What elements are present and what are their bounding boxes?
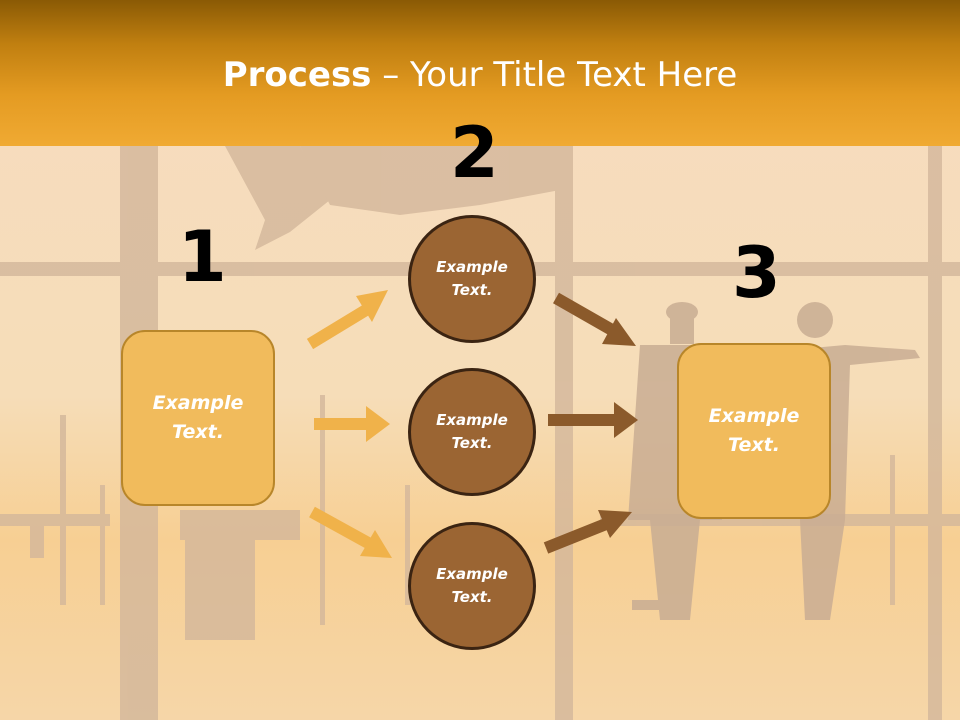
arrow-1-to-middle [314,406,390,442]
step-number-2: 2 [450,112,499,194]
step-number-3: 3 [732,232,781,314]
arrow-top-to-3 [553,292,636,346]
step-number-1: 1 [178,216,227,298]
arrow-1-to-bottom [309,506,392,558]
page-title: Process – Your Title Text Here [0,52,960,98]
header-bar [0,0,960,146]
circle-middle: Example Text. [408,368,536,496]
circle-top: Example Text. [408,215,536,343]
title-bold: Process [222,55,372,95]
circle-bottom: Example Text. [408,522,536,650]
arrow-1-to-top [306,290,388,350]
step-box-1: Example Text. [121,330,275,506]
title-rest: – Your Title Text Here [371,55,738,95]
step-box-3: Example Text. [677,343,831,519]
arrow-bottom-to-3 [543,510,632,554]
arrow-middle-to-3 [548,402,638,438]
